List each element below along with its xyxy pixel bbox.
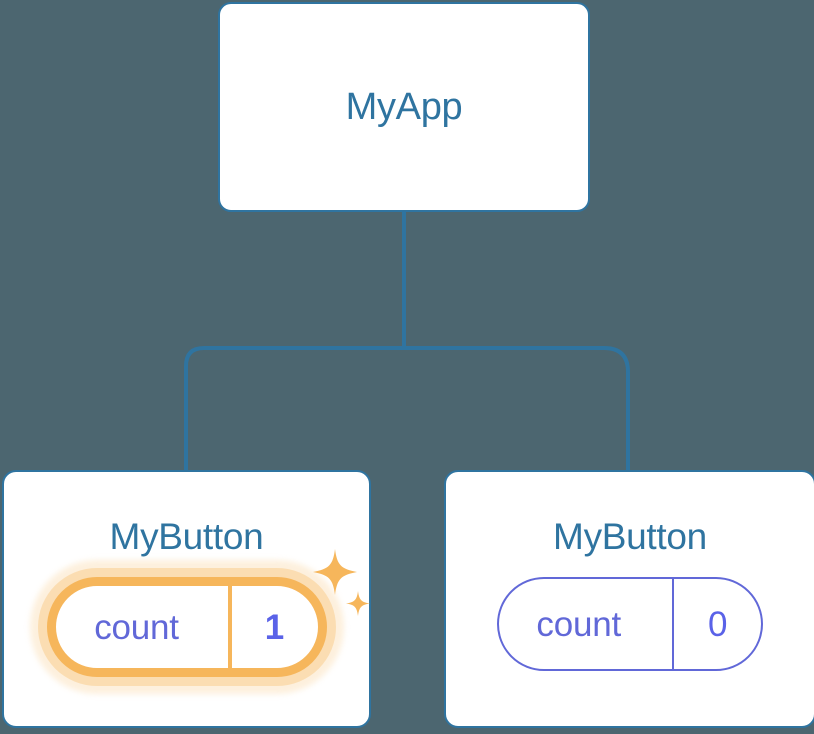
state-key: count	[94, 607, 179, 647]
node-mybutton-1[interactable]: MyButton count 0	[444, 470, 814, 728]
state-value: 1	[264, 607, 285, 647]
state-pill-divider	[672, 579, 675, 669]
state-pill-divider	[227, 586, 232, 668]
state-pill-wrapper: count 1	[29, 549, 370, 694]
state-key: count	[536, 604, 622, 644]
node-mybutton-0[interactable]: MyButton count 1	[2, 470, 371, 728]
state-pill-wrapper: count 0	[497, 577, 763, 671]
node-title: MyButton	[553, 516, 707, 557]
node-title: MyButton	[109, 516, 264, 557]
state-value: 0	[707, 604, 728, 644]
state-pill[interactable]: count 1	[46, 577, 327, 677]
node-myapp[interactable]: MyApp	[218, 2, 590, 212]
state-pill[interactable]: count 0	[497, 577, 763, 671]
node-title: MyApp	[345, 86, 463, 128]
connector-branch-bus	[184, 346, 630, 470]
